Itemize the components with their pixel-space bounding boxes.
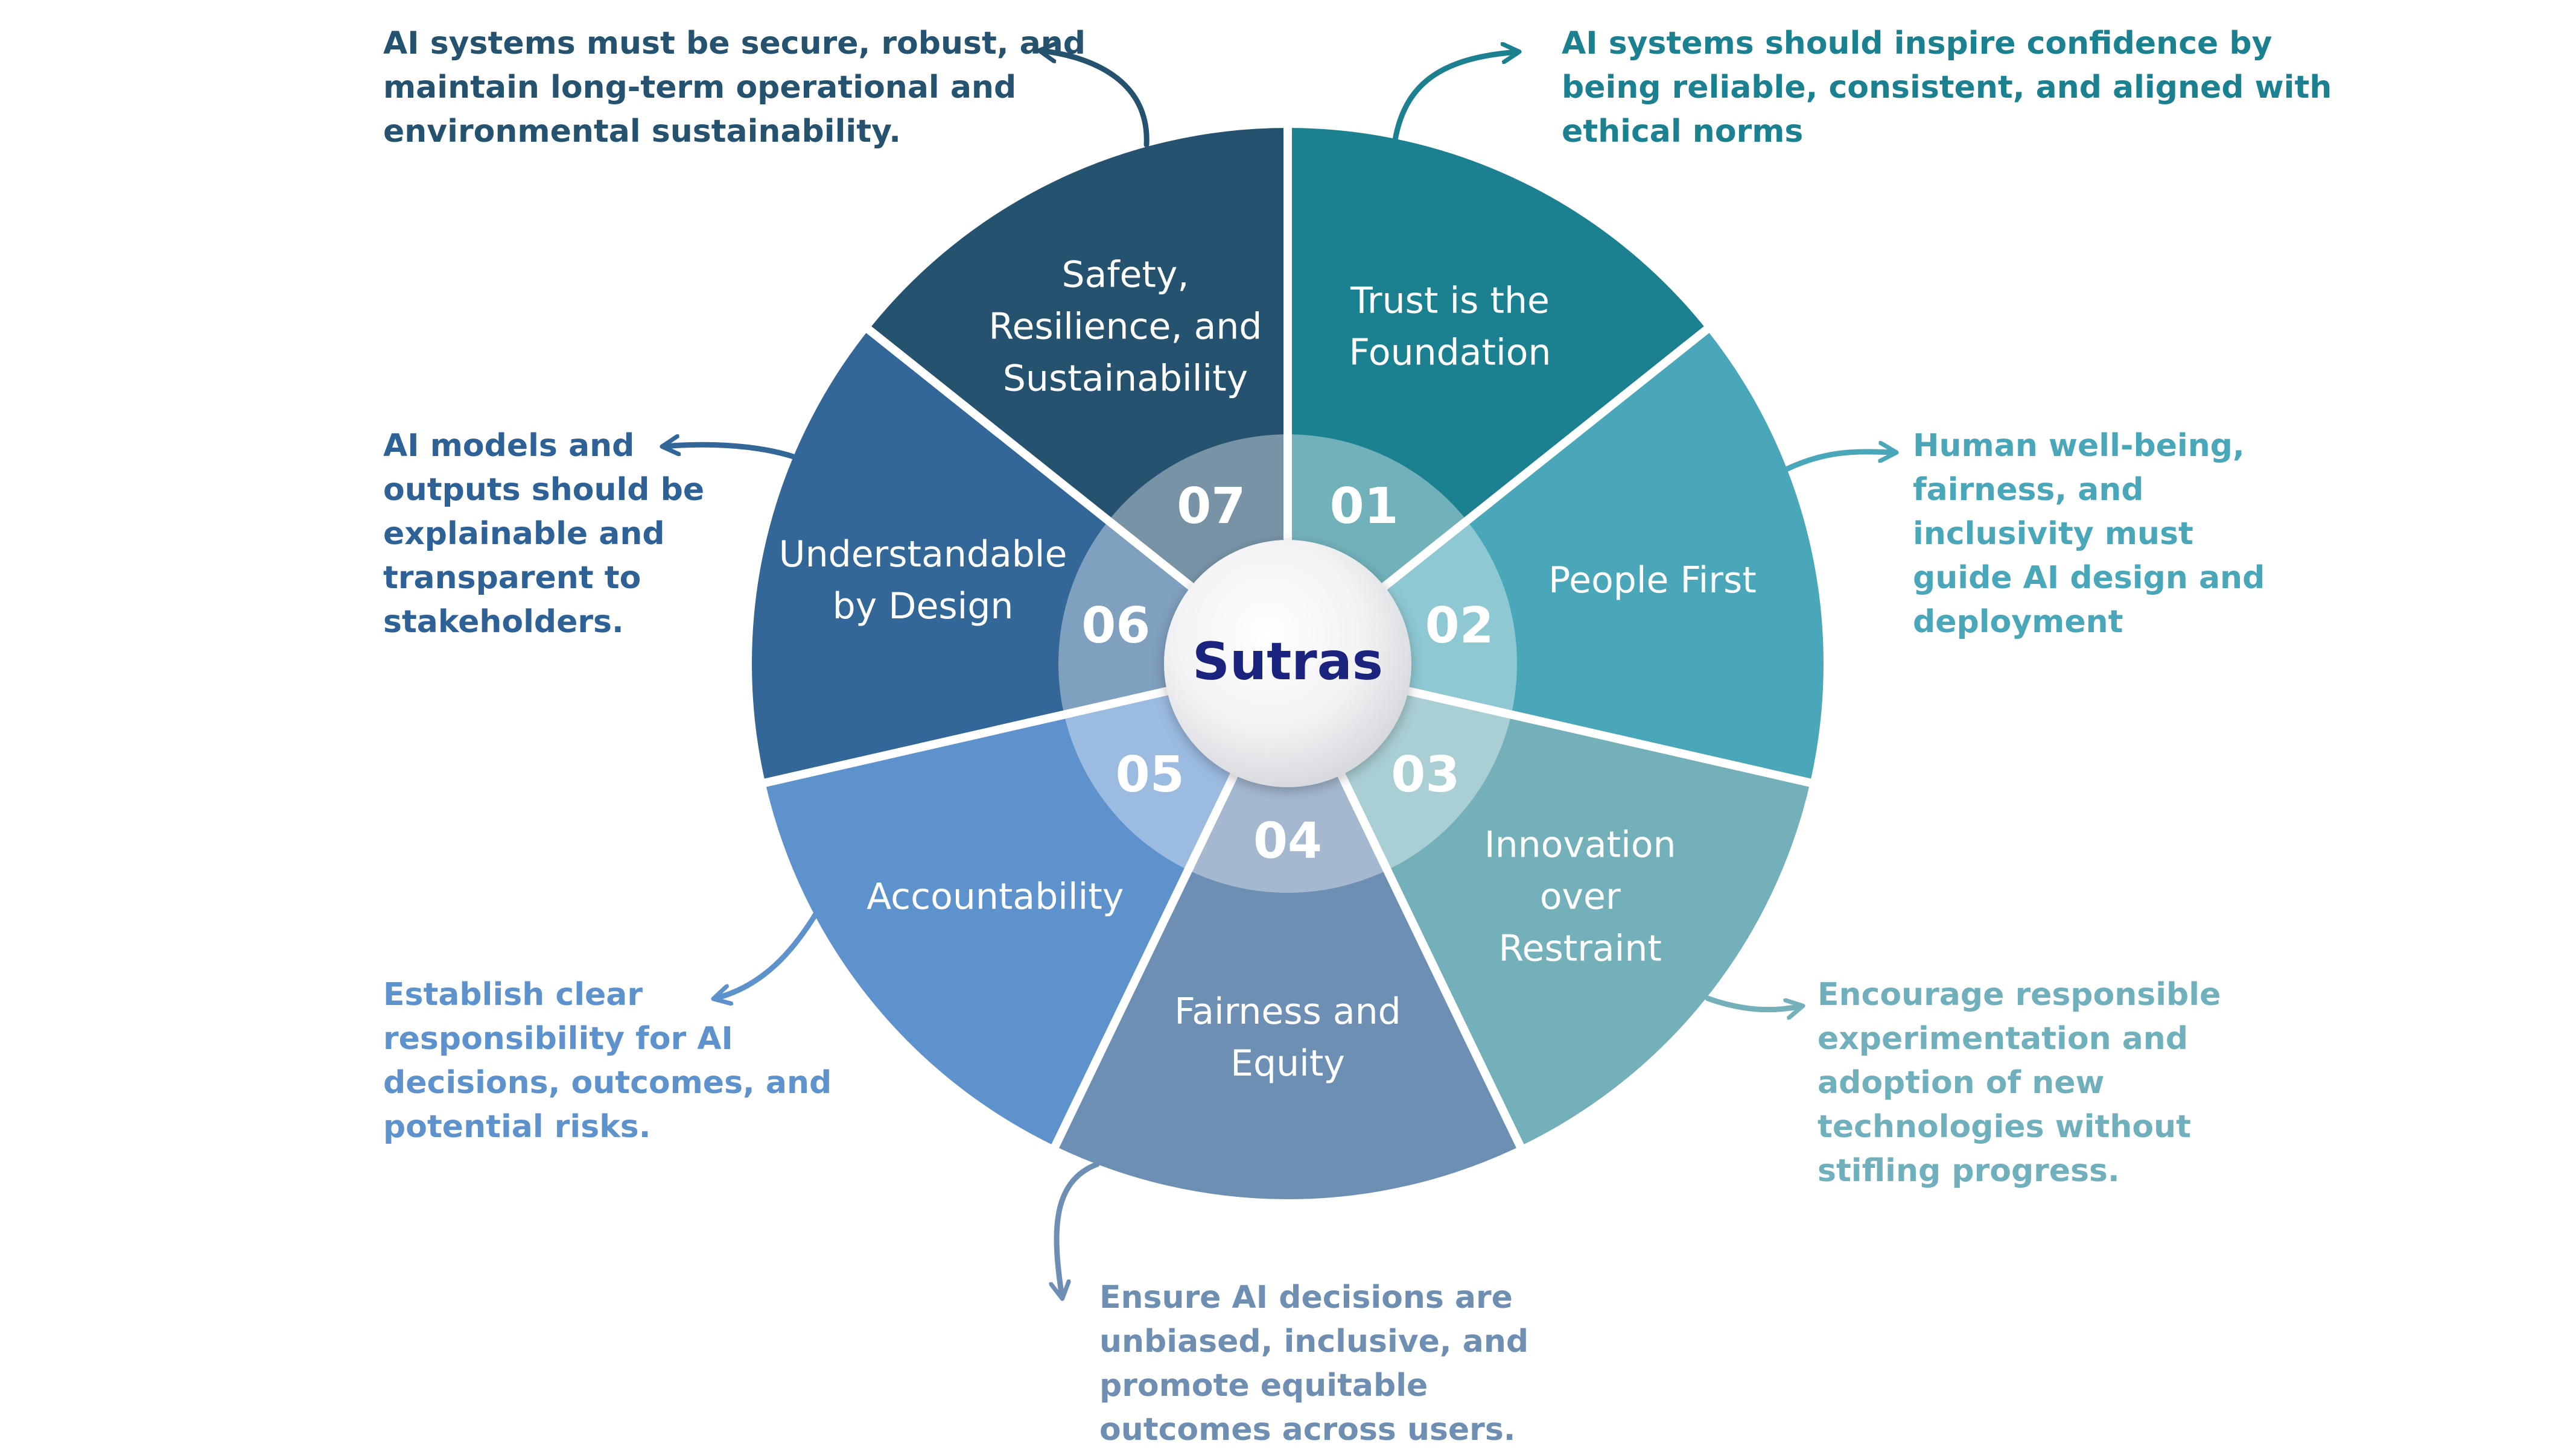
segment-04 <box>1049 659 1527 1208</box>
description-04: Ensure AI decisions are unbiased, inclus… <box>1099 1279 1529 1448</box>
center-label: Sutras <box>1192 632 1383 692</box>
segment-06 <box>743 322 1292 788</box>
arrows-layer <box>664 51 1895 1297</box>
segment-number-02: 02 <box>1425 597 1494 655</box>
segment-number-01: 01 <box>1330 478 1399 535</box>
segment-02 <box>1283 322 1832 788</box>
description-06: AI models and outputs should be explaina… <box>383 428 705 640</box>
description-05: Establish clear responsibility for AI de… <box>383 977 832 1145</box>
description-01: AI systems should inspire confidence by … <box>1562 25 2332 150</box>
description-03: Encourage responsible experimentation an… <box>1818 977 2221 1189</box>
arrow-03 <box>1705 995 1801 1010</box>
segment-number-05: 05 <box>1116 746 1185 804</box>
arrow-05 <box>715 911 819 998</box>
segment-number-07: 07 <box>1177 478 1245 535</box>
segment-number-06: 06 <box>1081 597 1150 655</box>
description-07: AI systems must be secure, robust, and m… <box>383 25 1086 150</box>
center-circle <box>1164 540 1411 787</box>
segment-title-05: Accountability <box>867 876 1124 918</box>
arrow-06 <box>664 445 797 460</box>
segment-05 <box>757 659 1292 1155</box>
segment-01 <box>1283 119 1714 668</box>
description-02: Human well-being, fairness, and inclusiv… <box>1913 428 2265 640</box>
arrow-01 <box>1392 52 1518 143</box>
arrow-02 <box>1783 452 1895 472</box>
segment-number-03: 03 <box>1391 746 1460 804</box>
arrow-04 <box>1057 1161 1100 1297</box>
arrow-07 <box>1041 51 1150 148</box>
segment-number-04: 04 <box>1253 813 1322 870</box>
segment-title-02: People First <box>1548 559 1757 601</box>
segment-07 <box>861 119 1292 668</box>
